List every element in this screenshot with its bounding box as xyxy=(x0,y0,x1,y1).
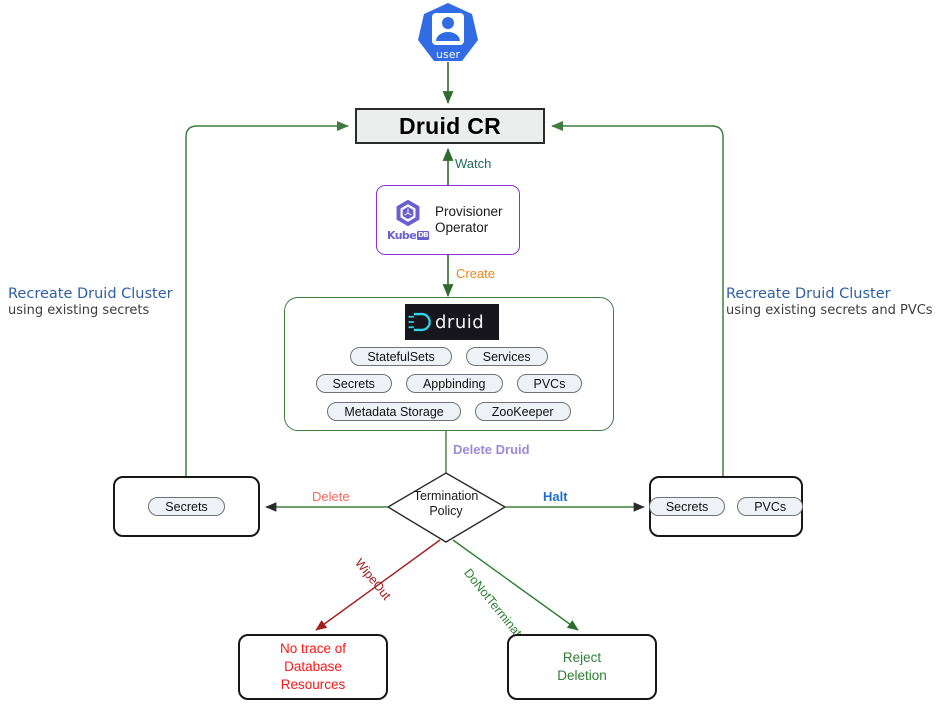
druid-resource-row-3: Metadata Storage ZooKeeper xyxy=(284,402,614,421)
resource-pill[interactable]: StatefulSets xyxy=(350,347,452,366)
druid-resource-row-2: Secrets Appbinding PVCs xyxy=(284,374,614,393)
edge-label-delete-druid: Delete Druid xyxy=(453,442,530,457)
resource-pill[interactable]: PVCs xyxy=(737,497,804,516)
annotation-right: Recreate Druid Cluster using existing se… xyxy=(726,286,933,319)
resource-pill[interactable]: Appbinding xyxy=(405,374,503,393)
kubedb-brand-suffix: DB xyxy=(417,231,430,240)
reject-line2: Deletion xyxy=(557,668,607,683)
decision-line1: Termination xyxy=(413,489,479,503)
resource-pill[interactable]: ZooKeeper xyxy=(474,402,571,421)
druid-cr-node[interactable]: Druid CR xyxy=(355,108,545,144)
annotation-left: Recreate Druid Cluster using existing se… xyxy=(8,286,173,319)
wipeout-outcome-box[interactable]: No trace of Database Resources xyxy=(238,634,388,700)
edge-label-create: Create xyxy=(456,266,496,281)
wipeout-line3: Resources xyxy=(280,677,346,692)
termination-policy-label: Termination Policy xyxy=(386,489,506,519)
annotation-right-subtext: using existing secrets and PVCs xyxy=(726,303,933,318)
druid-mark-icon xyxy=(408,312,431,332)
provisioner-label-line1: Provisioner xyxy=(435,204,503,219)
halt-outcome-box[interactable]: Secrets PVCs xyxy=(648,476,804,537)
decision-line2: Policy xyxy=(429,504,463,518)
edge-label-wipeout: WipeOut xyxy=(352,556,394,603)
resource-pill[interactable]: Secrets xyxy=(315,374,392,393)
delete-outcome-box[interactable]: Secrets xyxy=(113,476,260,537)
resource-pill[interactable]: Secrets xyxy=(148,497,225,516)
wipeout-line2: Database xyxy=(284,659,342,674)
edge-label-delete: Delete xyxy=(312,489,350,504)
kubernetes-user-icon xyxy=(418,3,478,61)
resource-pill[interactable]: Secrets xyxy=(648,497,726,516)
resource-pill[interactable]: Services xyxy=(465,347,548,366)
kubedb-brand: Kube xyxy=(386,229,417,242)
resource-pill[interactable]: Metadata Storage xyxy=(327,402,461,421)
edge-label-halt: Halt xyxy=(543,489,568,504)
druid-wordmark: druid xyxy=(435,311,485,333)
annotation-right-heading: Recreate Druid Cluster xyxy=(726,286,891,302)
edge-label-watch: Watch xyxy=(455,156,492,171)
druid-cr-label: Druid CR xyxy=(398,112,502,139)
wipeout-line1: No trace of xyxy=(279,641,347,656)
reject-line1: Reject xyxy=(562,650,602,665)
kubedb-cube-icon xyxy=(396,199,420,227)
druid-resource-row-1: StatefulSets Services xyxy=(284,347,614,366)
annotation-left-heading: Recreate Druid Cluster xyxy=(8,286,173,302)
druid-logo-icon: druid xyxy=(405,304,499,340)
provisioner-label-line2: Operator xyxy=(435,220,489,235)
annotation-left-subtext: using existing secrets xyxy=(8,303,150,318)
user-label: user xyxy=(436,48,460,61)
resource-pill[interactable]: PVCs xyxy=(516,374,583,393)
reject-deletion-outcome-box[interactable]: Reject Deletion xyxy=(507,634,657,700)
user-node xyxy=(414,2,482,66)
provisioner-operator-label: Provisioner Operator xyxy=(435,204,503,236)
